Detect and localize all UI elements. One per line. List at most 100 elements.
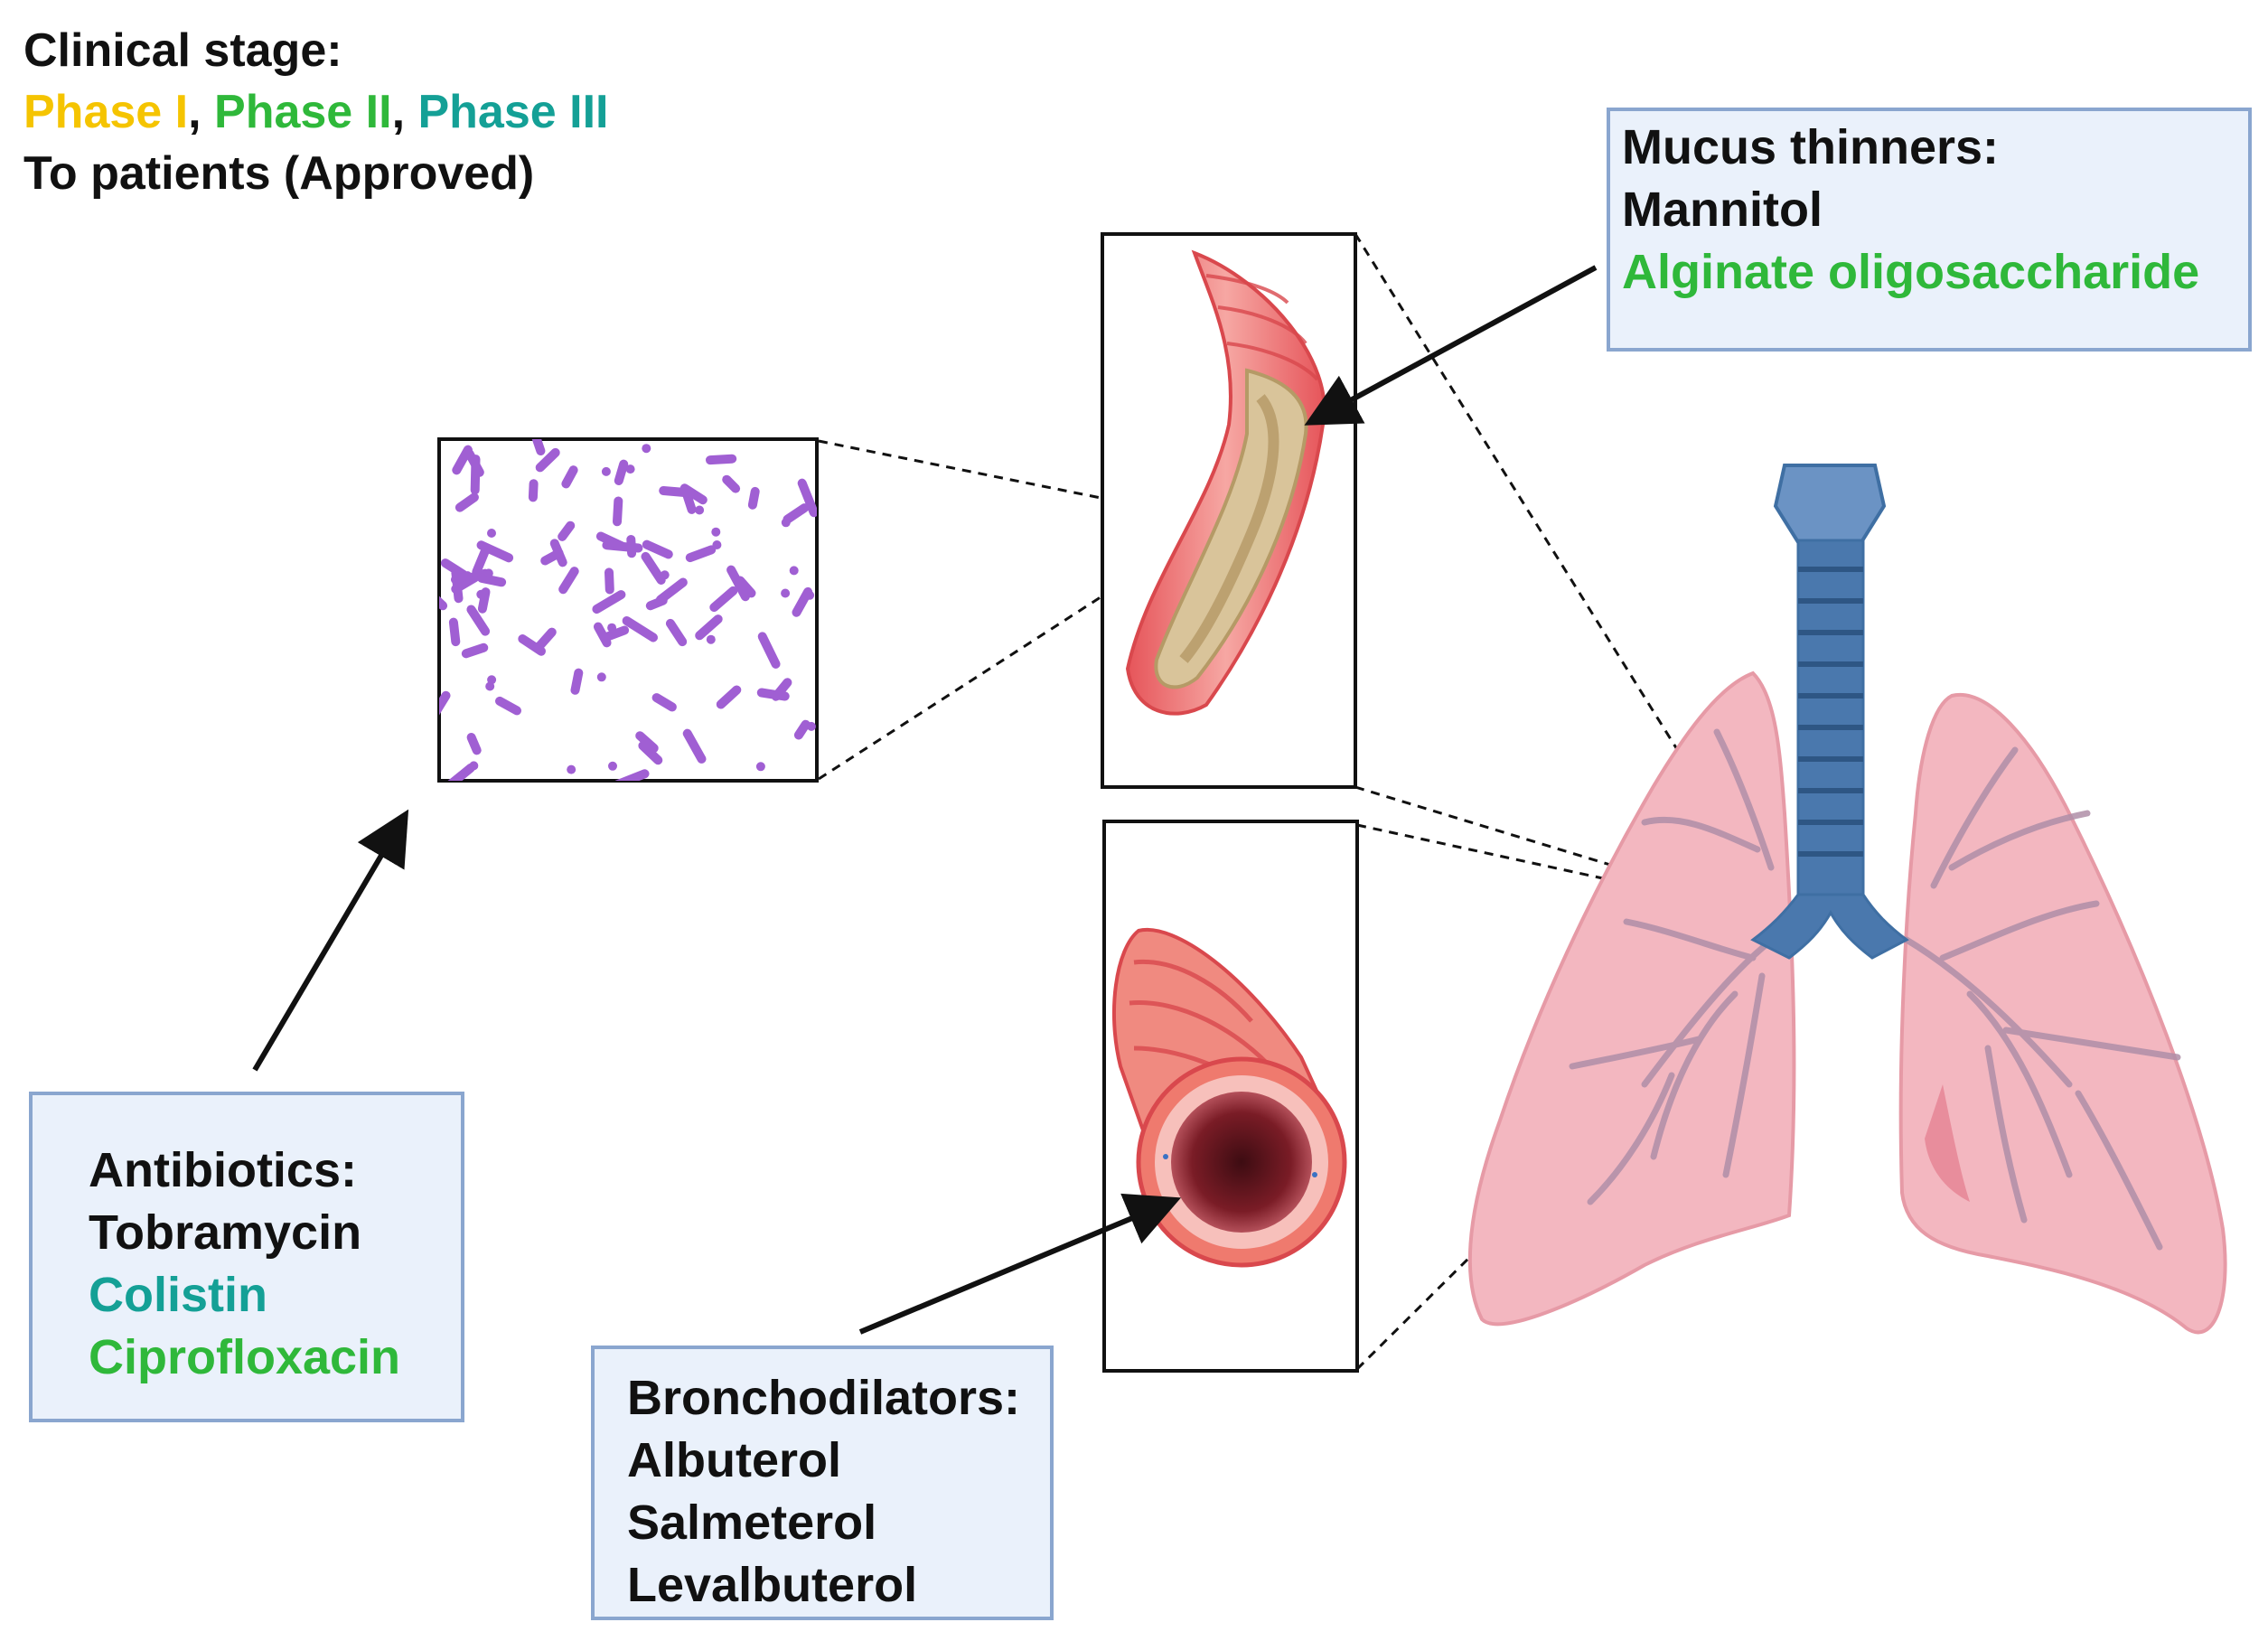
bacterium-rod <box>659 486 695 498</box>
bacterium-coccus <box>625 464 635 474</box>
mucus-thinners-title: Mucus thinners: <box>1622 120 2000 174</box>
bacterium-rod <box>695 614 723 641</box>
bacterium-rod <box>466 605 491 636</box>
bacterium-rod <box>613 496 623 527</box>
drug-colistin: Colistin <box>89 1268 267 1322</box>
bacterium-rod <box>716 685 742 709</box>
drug-tobramycin: Tobramycin <box>89 1205 362 1260</box>
bacterium-rod <box>614 769 650 781</box>
bacterium-coccus <box>608 761 617 771</box>
bacterium-rod <box>651 693 677 712</box>
arrow-broncho <box>858 1193 1182 1335</box>
clinical-stage-legend: Clinical stage: Phase I, Phase II, Phase… <box>23 20 608 204</box>
bacterium-coccus <box>601 466 611 476</box>
bacterium-rod <box>655 577 688 605</box>
bacterium-coccus <box>487 529 496 538</box>
antibiotics-title: Antibiotics: <box>89 1143 357 1197</box>
bacterium-coccus <box>711 527 721 537</box>
bacterium-rod <box>472 548 490 577</box>
bacterium-rod <box>558 567 579 595</box>
open-airway-icon <box>1102 820 1359 1373</box>
bacterium-rod <box>535 447 560 473</box>
antibiotics-box: Antibiotics: Tobramycin Colistin Ciprofl… <box>29 1092 464 1422</box>
bacterium-rod <box>455 492 479 512</box>
bacterium-rod <box>604 567 614 595</box>
bacterium-rod <box>709 586 738 613</box>
bacterium-rod <box>532 627 557 653</box>
annotation-arrows <box>252 265 1598 1335</box>
legend-separator: , <box>391 86 418 138</box>
bacterium-rod <box>540 549 564 566</box>
bacterium-rod <box>626 535 637 558</box>
bacterium-rod <box>783 503 810 524</box>
bacterium-coccus <box>806 721 816 731</box>
bacterium-coccus <box>642 444 651 454</box>
bacterium-rod <box>682 728 707 764</box>
bacterium-rod <box>570 668 584 695</box>
legend-separator: , <box>188 86 215 138</box>
trachea-icon <box>1750 464 1909 960</box>
lungs-icon <box>1467 670 2227 1335</box>
drug-salmeterol: Salmeterol <box>627 1496 877 1550</box>
bacterium-rod <box>635 731 659 753</box>
bronchodilators-title: Bronchodilators: <box>627 1371 1021 1425</box>
mucus-airway-icon <box>1101 232 1357 789</box>
bacterium-rod <box>439 595 448 611</box>
bacterium-coccus <box>789 566 799 576</box>
bacterium-rod <box>561 465 578 489</box>
bacterium-rod <box>558 520 576 541</box>
bacterium-rod <box>722 474 741 493</box>
bacterium-rod <box>477 573 507 587</box>
bacterium-rod <box>595 531 626 551</box>
bacterium-rod <box>757 632 781 669</box>
bacterium-rod <box>528 479 539 502</box>
bacterium-coccus <box>483 568 493 578</box>
drug-albuterol: Albuterol <box>627 1433 841 1487</box>
bacterium-rod <box>464 449 484 477</box>
bacterium-rod <box>448 617 461 647</box>
bacterium-rod <box>747 486 760 510</box>
bacterium-rod <box>603 625 630 642</box>
legend-phase-1: Phase I <box>23 86 189 138</box>
bacterium-rod <box>726 565 750 602</box>
bacterium-rod <box>451 571 473 585</box>
bronchodilators-box: Bronchodilators: Albuterol Salmeterol Le… <box>591 1346 1054 1620</box>
bacterium-rod <box>665 618 688 647</box>
legend-phases: Phase I, Phase II, Phase III <box>23 81 608 143</box>
bacterium-rod <box>622 616 658 642</box>
bacterium-coccus <box>781 588 791 598</box>
drug-ciprofloxacin: Ciprofloxacin <box>89 1330 401 1384</box>
bacterium-coccus <box>607 623 617 633</box>
legend-phase-3: Phase III <box>417 86 609 138</box>
bacterium-rod <box>797 478 817 518</box>
bacterium-coccus <box>469 761 479 771</box>
bacterium-rod <box>466 733 482 755</box>
bacterium-rod <box>706 454 737 465</box>
bacterium-rod <box>593 622 612 648</box>
bacterium-rod <box>793 719 811 740</box>
bacterium-rod <box>531 439 546 455</box>
bacterium-coccus <box>706 634 716 644</box>
bacterium-coccus <box>695 505 705 515</box>
bacterium-coccus <box>596 672 606 682</box>
bacterium-coccus <box>567 764 576 774</box>
legend-title: Clinical stage: <box>23 24 342 77</box>
bacterium-rod <box>771 678 792 701</box>
bacterium-rod <box>447 763 475 781</box>
bacterium-coccus <box>805 590 815 600</box>
bacterium-coccus <box>476 589 486 599</box>
bacterium-rod <box>476 540 514 563</box>
bacterium-rod <box>642 539 673 559</box>
bacterium-coccus <box>487 675 497 685</box>
mucus-thinners-box: Mucus thinners: Mannitol Alginate oligos… <box>1607 108 2252 352</box>
bacterium-rod <box>592 590 626 614</box>
legend-approved: To patients (Approved) <box>23 147 535 200</box>
bacterium-rod <box>461 642 489 659</box>
arrow-antibiotics <box>252 809 409 1072</box>
bacterium-rod <box>614 459 629 485</box>
arrow-mucus <box>1304 265 1598 426</box>
bacterium-rod <box>685 545 717 563</box>
bacterium-rod <box>641 551 666 585</box>
